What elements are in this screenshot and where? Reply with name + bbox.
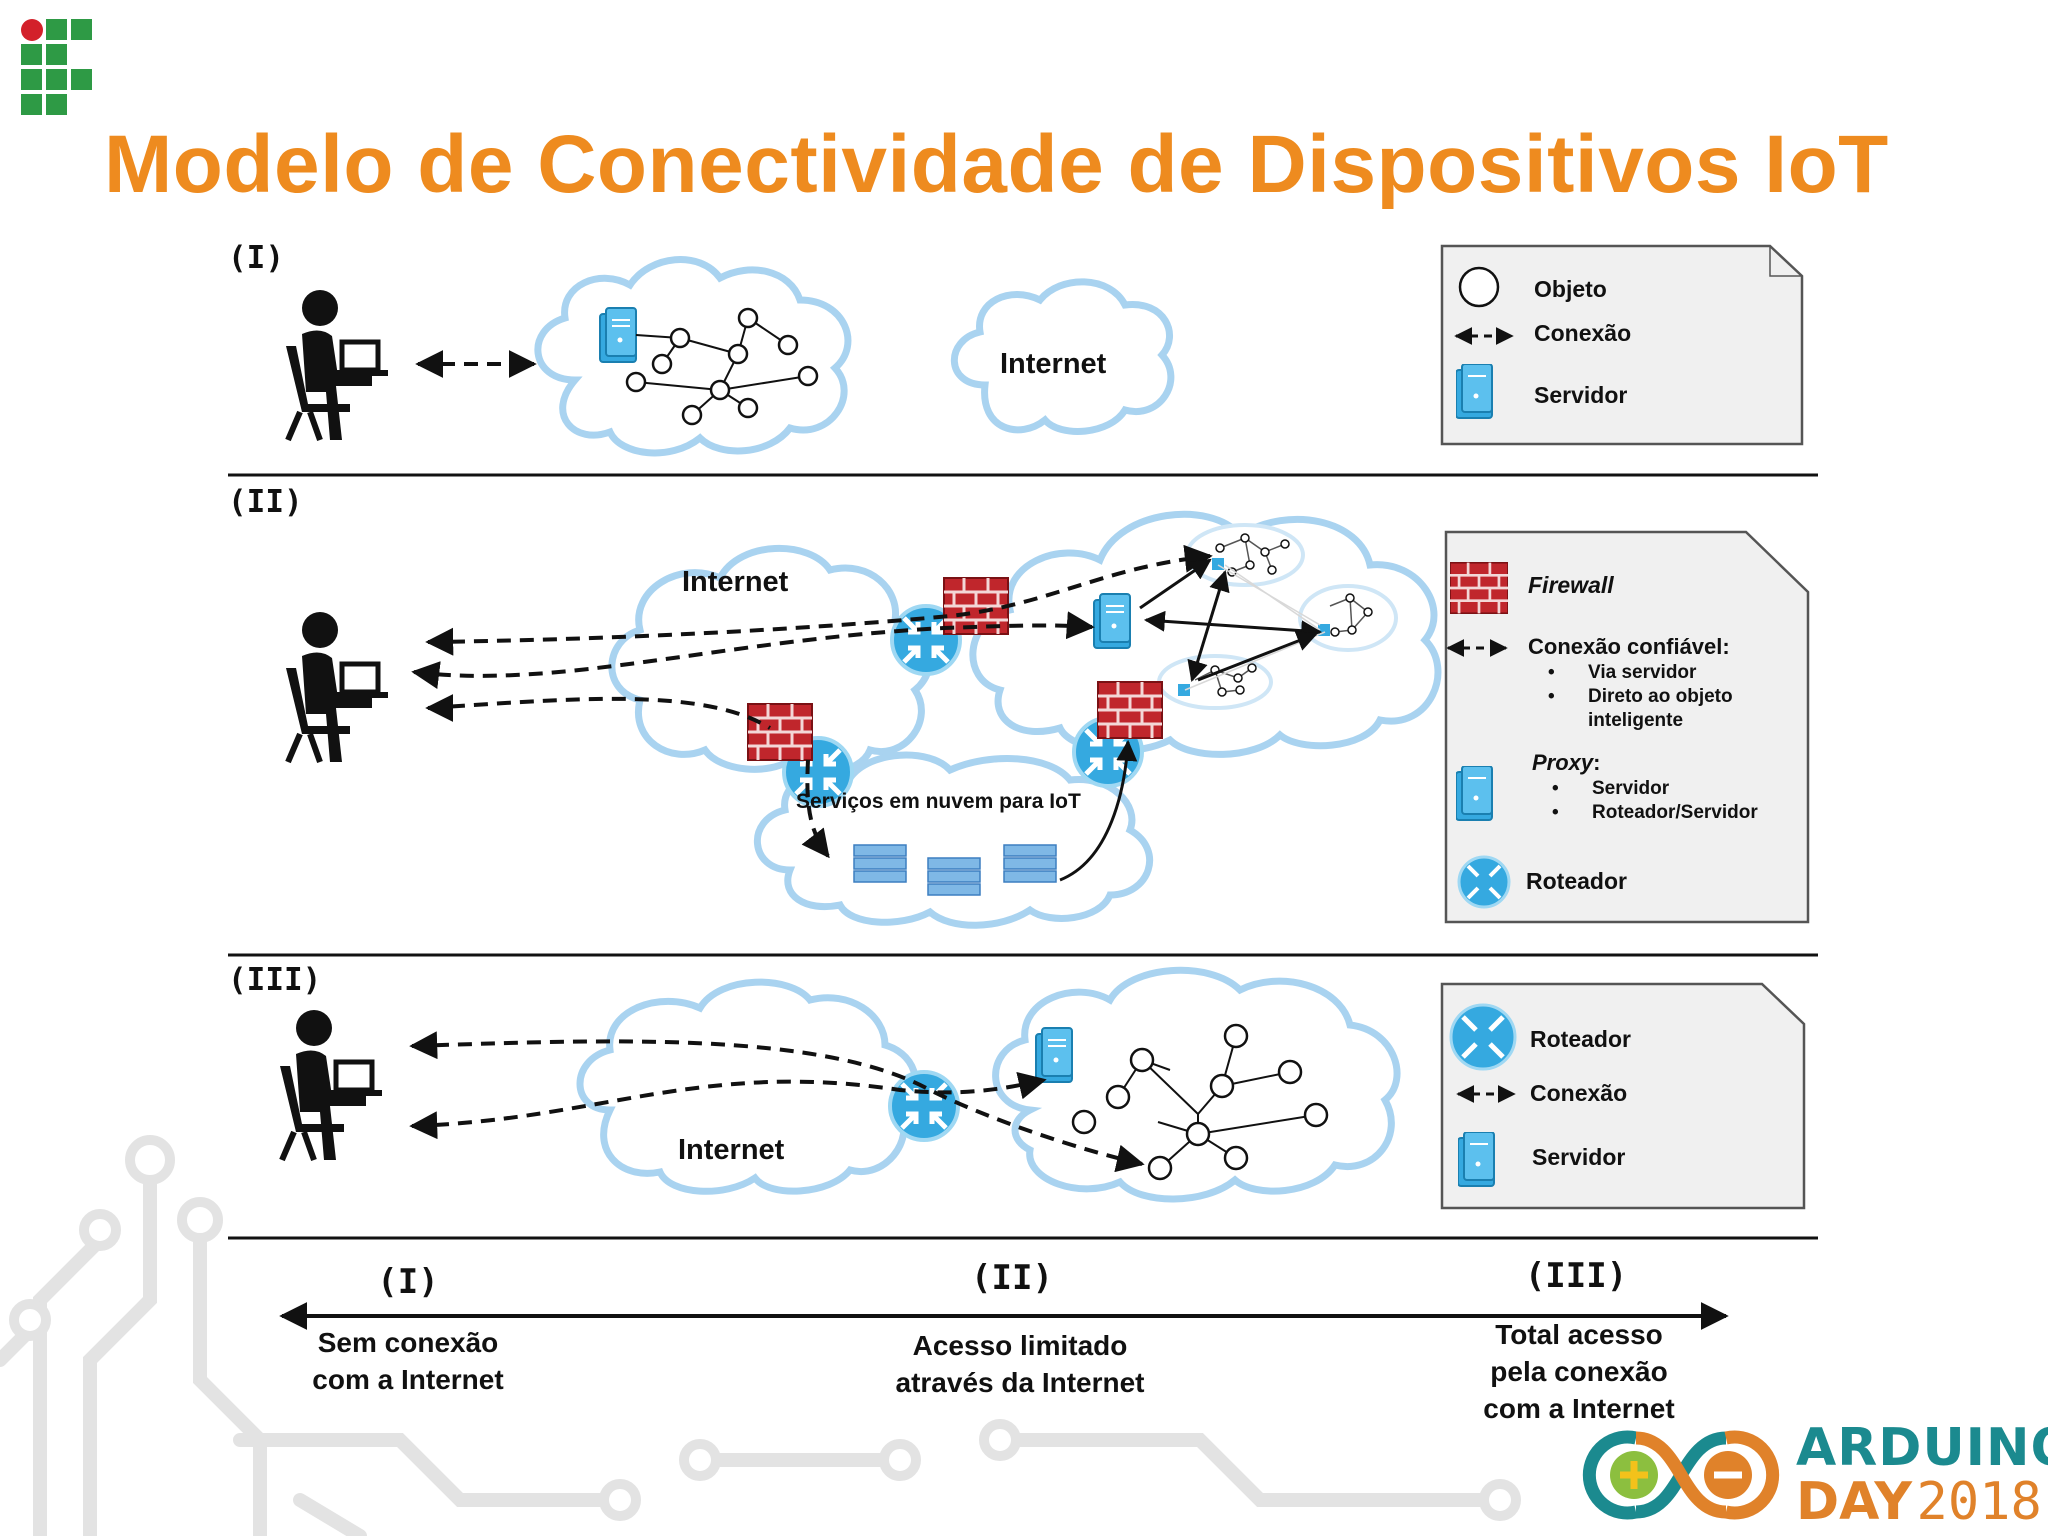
legend-proxy-servidor: Servidor [1592,778,1670,799]
legend-via-servidor: Via servidor [1588,662,1697,683]
object-circle-icon [1458,266,1500,308]
internet-label-one: Internet [1000,348,1107,380]
panel-one-graphics [286,256,1175,457]
bullet-icon: • [1552,778,1559,799]
legend-roteador: Roteador [1526,868,1627,894]
legend-proxy-colon: : [1593,750,1601,775]
arduino-infinity-logo [1582,1430,1780,1520]
panel-one-label: (I) [228,240,284,276]
dashed-arrow-icon [1454,327,1514,345]
day-word: DAY [1796,1472,1913,1532]
panel-three-graphics [280,966,1401,1203]
firewall-icon [1450,562,1508,614]
dashed-arrow-icon [1456,1085,1516,1103]
legend-proxy: Proxy [1532,750,1594,775]
cloud-services-label: Serviços em nuvem para IoT [796,790,1081,813]
spectrum-level-three-description: Total acesso pela conexão com a Internet [1483,1319,1675,1424]
server-icon [1456,766,1493,821]
legend-roteador: Roteador [1530,1026,1631,1052]
legend-panel-three: Roteador Conexão Servidor [1440,982,1806,1210]
bullet-icon: • [1548,662,1555,683]
spectrum-level-two-label: (II) [971,1258,1053,1298]
spectrum-level-two-description: Acesso limitado através da Internet [895,1330,1145,1398]
legend-inteligente: inteligente [1588,710,1684,731]
legend-objeto: Objeto [1534,276,1607,302]
legend-conexao: Conexão [1534,320,1632,346]
legend-servidor: Servidor [1532,1144,1626,1170]
panel-two-graphics [286,510,1442,929]
spectrum-level-one-label: (I) [377,1262,439,1302]
internet-label-three: Internet [678,1134,785,1166]
internet-label-two: Internet [682,566,789,598]
slide-title: Modelo de Conectividade de Dispositivos … [104,119,1889,210]
legend-panel-two: Firewall Conexão confiável: • Via servid… [1444,530,1810,924]
server-icon [1458,1132,1495,1187]
legend-panel-one: Objeto Conexão Servidor [1440,244,1804,446]
legend-firewall: Firewall [1528,572,1614,598]
bullet-icon: • [1548,686,1555,707]
spectrum-level-one-description: Sem conexão com a Internet [312,1327,504,1395]
panel-two-label: (II) [228,484,303,520]
router-icon [1457,855,1511,909]
year-text: 2018 [1916,1472,2042,1532]
bullet-icon: • [1552,802,1559,823]
legend-conexao: Conexão [1530,1080,1628,1106]
legend-conexao-confiavel: Conexão confiável: [1528,634,1730,659]
legend-proxy-heading: Proxy: [1532,750,1600,776]
legend-direto-ao-objeto: Direto ao objeto [1588,686,1733,707]
legend-proxy-roteador-servidor: Roteador/Servidor [1592,802,1758,823]
spectrum-level-three-label: (III) [1524,1256,1628,1296]
arduino-brand-text: ARDUINO [1796,1418,2048,1478]
arduino-day-text: DAY 2018 [1796,1472,2042,1532]
server-icon [1456,364,1493,419]
institution-logo [21,19,92,115]
panel-three-label: (III) [228,962,322,998]
router-icon [1449,1003,1517,1071]
dashed-arrow-icon [1446,639,1508,657]
legend-servidor: Servidor [1534,382,1628,408]
